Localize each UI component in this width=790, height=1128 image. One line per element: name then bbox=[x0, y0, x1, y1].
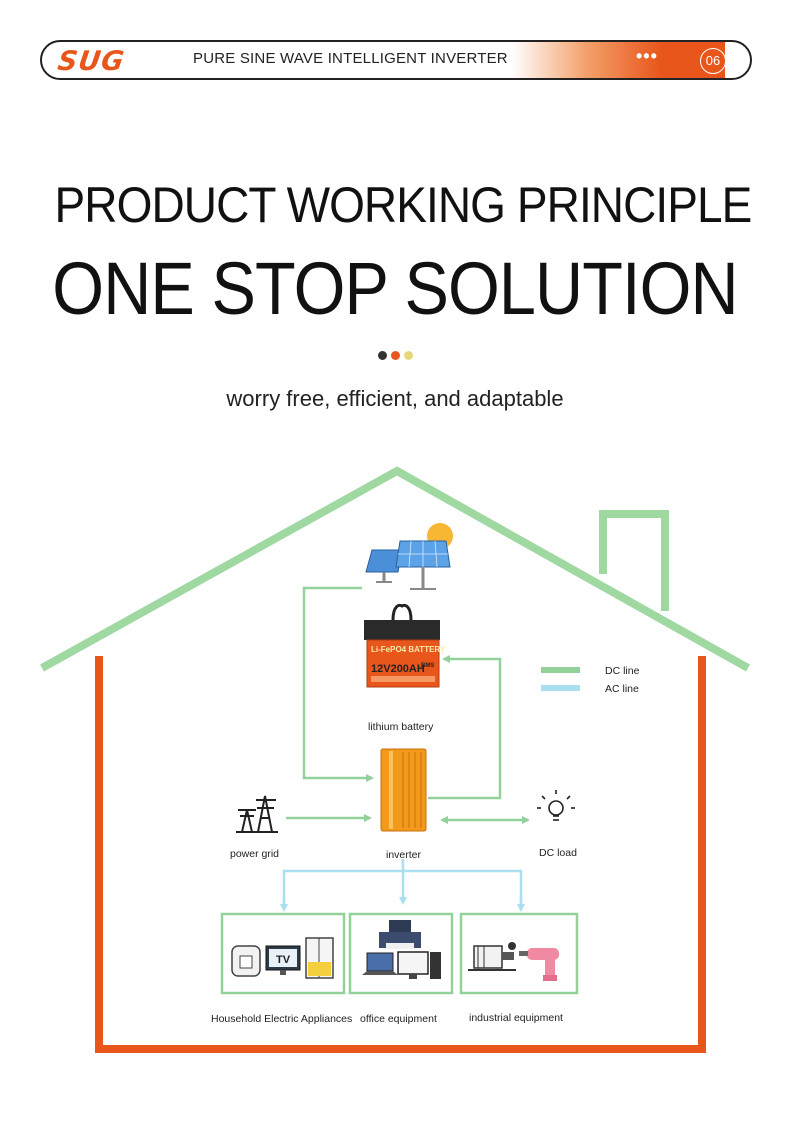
page-heading: PRODUCT WORKING PRINCIPLE bbox=[54, 177, 753, 233]
battery-label: lithium battery bbox=[368, 721, 434, 733]
inverter-label: inverter bbox=[386, 849, 422, 861]
device-box-industrial bbox=[459, 912, 579, 995]
device-box-office bbox=[348, 912, 454, 995]
legend-dc-swatch bbox=[541, 667, 580, 673]
lithium-battery-icon: Li-FePO4 BATTERY 12V200AH BMS bbox=[364, 603, 446, 688]
printer-icon bbox=[379, 920, 421, 949]
header-bar bbox=[40, 40, 752, 80]
accent-dot-2 bbox=[391, 351, 400, 360]
battery-brand-text: Li-FePO4 BATTERY bbox=[371, 645, 446, 654]
solar-panel-icon bbox=[365, 540, 451, 590]
industrial-label: industrial equipment bbox=[469, 1012, 563, 1024]
legend bbox=[541, 667, 580, 691]
refrigerator-icon bbox=[305, 937, 334, 979]
light-bulb-icon bbox=[537, 790, 575, 821]
header-title: PURE SINE WAVE INTELLIGENT INVERTER bbox=[193, 50, 508, 67]
dc-load-label: DC load bbox=[539, 847, 577, 859]
dc-connection-lines bbox=[286, 586, 530, 824]
header-gradient bbox=[512, 42, 725, 78]
desktop-computer-icon bbox=[397, 951, 441, 979]
device-box-household bbox=[220, 912, 346, 995]
rice-cooker-icon bbox=[231, 945, 261, 977]
more-dots-icon: ••• bbox=[636, 46, 658, 66]
tv-icon: TV bbox=[265, 945, 301, 975]
tv-label-text: TV bbox=[276, 954, 291, 966]
power-grid-tower-icon bbox=[236, 795, 278, 833]
house-outline bbox=[40, 466, 750, 1053]
accent-dot-3 bbox=[404, 351, 413, 360]
page-subheading: ONE STOP SOLUTION bbox=[52, 247, 738, 330]
battery-capacity-text: 12V200AH bbox=[371, 663, 425, 675]
household-label: Household Electric Appliances bbox=[211, 1013, 353, 1025]
tagline: worry free, efficient, and adaptable bbox=[226, 386, 564, 411]
office-label: office equipment bbox=[360, 1013, 437, 1025]
legend-dc-label: DC line bbox=[605, 665, 640, 677]
page-number-badge: 06 bbox=[700, 48, 726, 74]
battery-bms-text: BMS bbox=[421, 663, 434, 669]
power-grid-label: power grid bbox=[230, 848, 280, 860]
motor-pump-icon bbox=[468, 942, 516, 971]
inverter-icon bbox=[380, 748, 427, 832]
laptop-icon bbox=[362, 952, 398, 975]
ac-connection-lines bbox=[280, 859, 525, 912]
legend-ac-swatch bbox=[541, 685, 580, 691]
power-drill-icon bbox=[519, 948, 559, 981]
legend-ac-label: AC line bbox=[605, 683, 639, 695]
accent-dot-1 bbox=[378, 351, 387, 360]
